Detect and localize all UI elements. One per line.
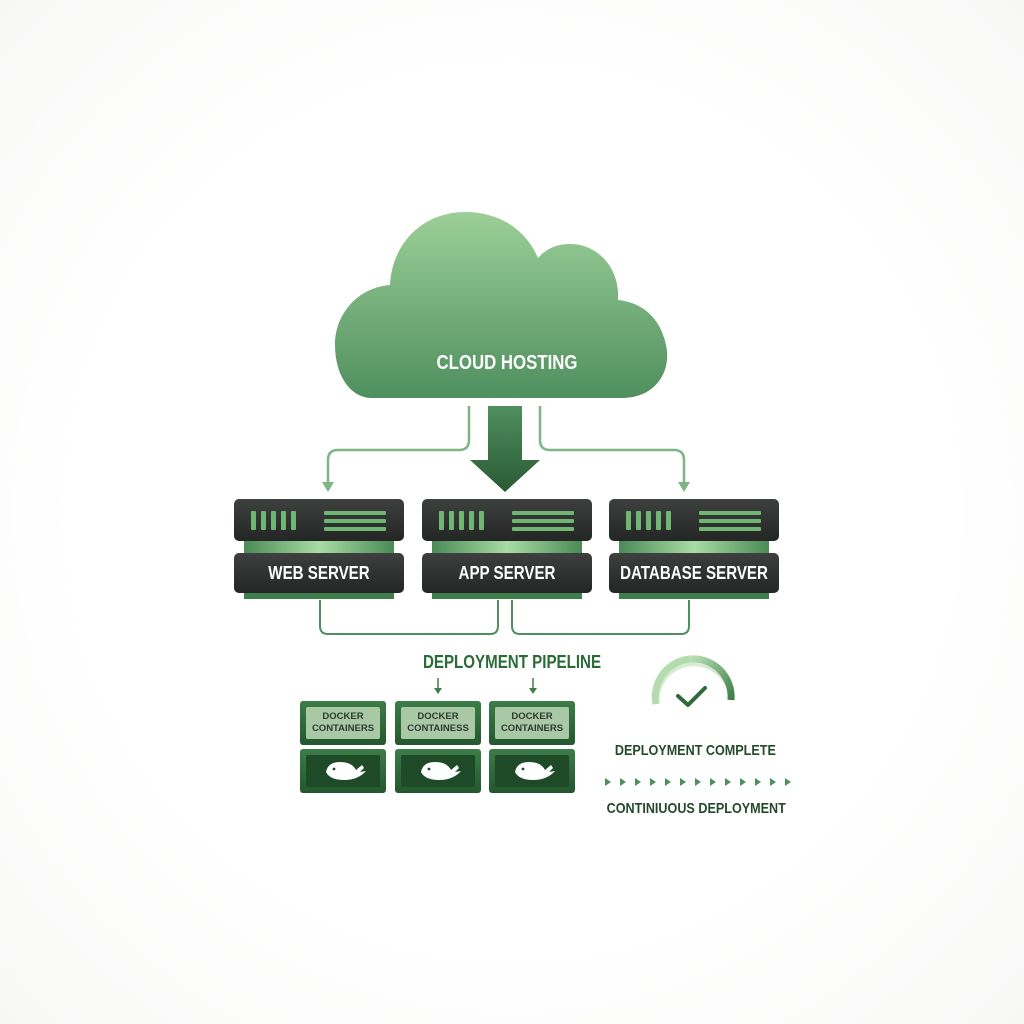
database-server[interactable]: [609, 499, 779, 599]
deployment-complete-label: DEPLOYMENT COMPLETE: [614, 742, 776, 759]
continuous-arrows: [605, 778, 791, 786]
whale-icon: [515, 762, 555, 780]
server-indicator-bars: [439, 511, 574, 531]
checkmark-icon: [651, 655, 735, 707]
docker-label: DOCKER CONTAINERS: [311, 711, 375, 734]
server-connectors: [319, 600, 690, 635]
cloud-hosting-label: CLOUD HOSTING: [436, 352, 578, 374]
web-server-label: WEB SERVER: [268, 563, 370, 583]
app-server[interactable]: [422, 499, 592, 599]
web-server[interactable]: [234, 499, 404, 599]
continuous-deployment-label: CONTINIUOUS DEPLOYMENT: [606, 800, 786, 817]
docker-block[interactable]: [300, 701, 386, 793]
whale-icon: [326, 762, 366, 780]
cloud-icon: [335, 212, 668, 398]
docker-block[interactable]: [395, 701, 481, 793]
deployment-pipeline-label: DEPLOYMENT PIPELINE: [422, 652, 602, 672]
pipeline-arrows: [434, 678, 537, 694]
deploy-arrow: [470, 406, 540, 492]
docker-label: DOCKER CONTAINESS: [407, 711, 469, 734]
whale-icon: [421, 762, 461, 780]
server-indicator-bars: [626, 511, 761, 531]
database-server-label: DATABASE SERVER: [620, 563, 768, 583]
cloud-connectors: [322, 406, 690, 492]
docker-label: DOCKER CONTAINERS: [500, 711, 564, 734]
docker-block[interactable]: [489, 701, 575, 793]
app-server-label: APP SERVER: [458, 563, 556, 583]
server-indicator-bars: [251, 511, 386, 531]
